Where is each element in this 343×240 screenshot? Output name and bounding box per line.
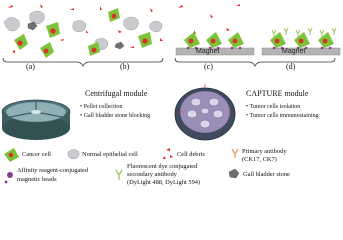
centrifuge-scene	[2, 4, 164, 67]
captured-cells-c	[184, 32, 244, 50]
capture-scene	[174, 4, 341, 67]
cancer-cell-icon	[4, 148, 19, 162]
legend-normal-cell: Normal epithelial cell	[82, 151, 138, 158]
gall-stone-icon	[228, 168, 240, 179]
legend-secondary-antibody-2: secondary antibody	[127, 171, 177, 178]
capture-bullet-1-text: Tumor cells isolation	[249, 104, 301, 110]
debris-icon	[163, 148, 173, 159]
secondary-antibody-icon	[115, 169, 123, 180]
centrifugal-bullet-2-text: Gall bladder stone blocking	[83, 113, 151, 119]
legend-primary-antibody-detail: (CK17, CK7)	[242, 156, 277, 163]
legend-cancer-cell: Cancer cell	[22, 151, 51, 158]
legend-gall-stone: Gall bladder stone	[243, 171, 290, 178]
panel-label-c: (c)	[204, 62, 213, 71]
bracket-right	[174, 57, 336, 67]
magnetic-bead-icon	[4, 172, 13, 184]
legend-primary-antibody: Primary antibody	[242, 148, 287, 155]
primary-antibody-icon	[231, 148, 239, 158]
centrifugal-bullet-2: • Gall bladder stone blocking	[80, 113, 151, 119]
gall-stones	[27, 21, 125, 50]
panel-label-d: (d)	[286, 62, 296, 71]
legend-magnetic-beads-1: Affinity reagent-conjugated	[17, 167, 89, 174]
panel-label-b: (b)	[120, 62, 130, 71]
centrifugal-bullet-1: • Pellet collection	[80, 104, 123, 110]
centrifugal-bullet-1-text: Pellet collection	[83, 104, 123, 110]
legend-magnetic-beads-2: magnetic beads	[17, 176, 57, 183]
diagram-canvas	[1, 4, 341, 184]
legend-cell-debris: Cell debris	[177, 151, 205, 158]
centrifugal-device	[1, 99, 71, 140]
legend-secondary-antibody-1: Fluorescent dye conjugated	[127, 163, 198, 170]
legend-icons	[4, 148, 240, 184]
magnet-label-d: Magnet	[282, 48, 306, 55]
centrifugal-module-title: Centrifugal module	[85, 89, 148, 98]
capture-bullet-2: • Tumor cells immunostaining	[246, 113, 319, 119]
legend-secondary-antibody-3: (DyLight 488, DyLight 594)	[127, 179, 201, 186]
normal-cell-icon	[67, 149, 80, 160]
capture-module-title: CAPTURE module	[246, 89, 309, 98]
capture-bullet-1: • Tumor cells isolation	[246, 104, 301, 110]
magnet-bar-d	[261, 47, 341, 56]
cancer-cells	[14, 8, 152, 58]
panel-label-a: (a)	[26, 62, 35, 71]
magnet-label-c: Magnet	[196, 48, 220, 55]
capture-bullet-2-text: Tumor cells immunostaining	[249, 113, 319, 119]
captured-cells-d	[270, 27, 337, 50]
debris-group-right	[178, 4, 240, 34]
bracket-left	[2, 57, 164, 67]
capture-device	[174, 84, 236, 141]
magnet-bar-c	[175, 47, 255, 56]
normal-cells	[3, 10, 163, 51]
